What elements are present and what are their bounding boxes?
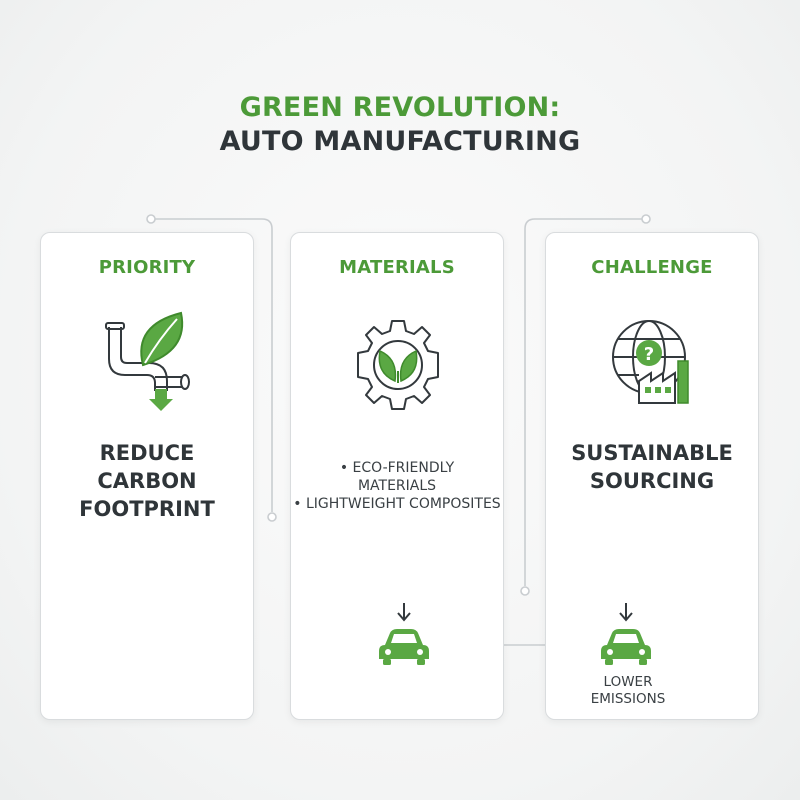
lower-emissions-label: LOWER EMISSIONS <box>546 674 710 708</box>
priority-line-3: FOOTPRINT <box>79 497 215 521</box>
car-icon-result <box>601 603 651 665</box>
materials-bullets: • ECO-FRIENDLY MATERIALS • LIGHTWEIGHT C… <box>291 459 503 513</box>
card-heading-challenge: CHALLENGE <box>591 257 713 278</box>
challenge-line-1: SUSTAINABLE <box>571 441 733 465</box>
priority-line-1: REDUCE <box>99 441 195 465</box>
priority-line-2: CARBON <box>97 469 197 493</box>
bullet-lightweight: • LIGHTWEIGHT COMPOSITES <box>293 496 501 512</box>
bullet-eco-friendly: • ECO-FRIENDLY <box>339 460 455 476</box>
leaf-pipe-icon <box>105 311 190 411</box>
card-heading-materials: MATERIALS <box>339 257 455 278</box>
card-priority: PRIORITY REDUCE CARBON FOOTPRINT <box>40 232 254 720</box>
card-heading-priority: PRIORITY <box>98 257 196 278</box>
challenge-line-2: SOURCING <box>589 469 715 493</box>
gear-leaf-icon <box>357 320 439 410</box>
title-line-2: AUTO MANUFACTURING <box>219 126 581 157</box>
car-icon <box>379 603 429 665</box>
card-materials: MATERIALS • ECO-FRIENDLY MATERIALS • LIG… <box>290 232 504 720</box>
card-challenge: CHALLENGE ? SUSTAINABLE SOURCING LOWER E… <box>545 232 759 720</box>
title-line-1: GREEN REVOLUTION: <box>239 92 561 123</box>
globe-factory-icon: ? <box>612 320 689 404</box>
svg-text:?: ? <box>644 344 654 365</box>
lower-emissions-line-2: EMISSIONS <box>590 691 666 707</box>
bullet-materials: MATERIALS <box>357 478 437 494</box>
lower-emissions-line-1: LOWER <box>603 674 653 690</box>
